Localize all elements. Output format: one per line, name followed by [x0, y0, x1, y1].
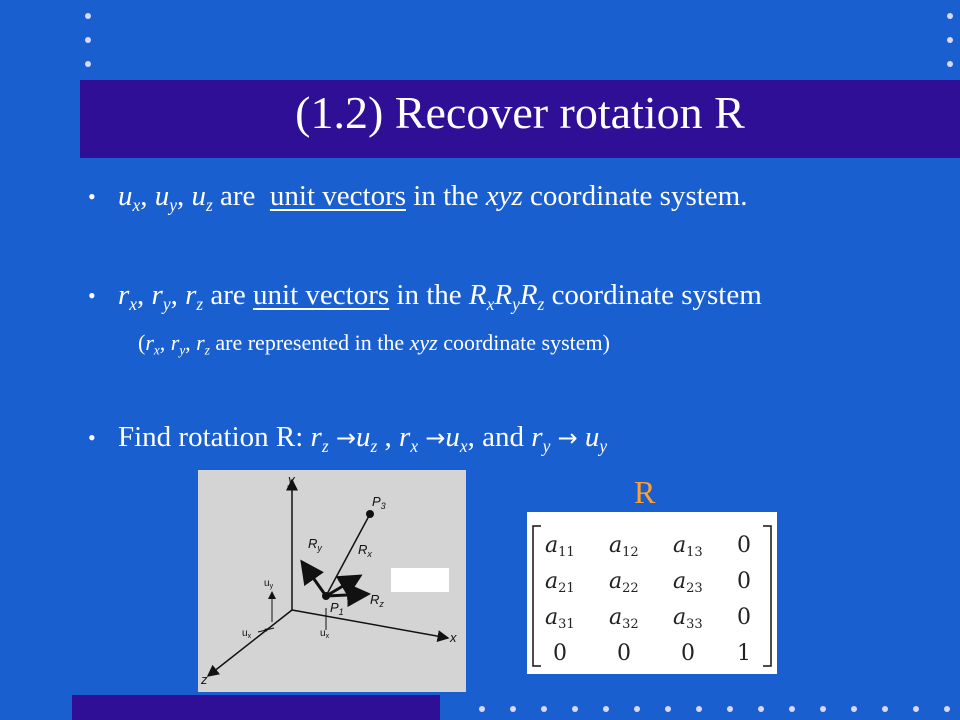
- cell-r1c3: a13: [673, 533, 703, 560]
- cell-r1c1: a11: [545, 533, 575, 560]
- decor-dot: [851, 706, 857, 712]
- decor-dot: [572, 706, 578, 712]
- decor-dot: [913, 706, 919, 712]
- bottom-band: [72, 695, 440, 720]
- label-y: y: [287, 472, 296, 487]
- label-rx: Rx: [358, 542, 372, 559]
- coordinate-diagram: y x z P3 P1 Ry Rx Rz uy ux ux: [200, 472, 457, 687]
- title-band: (1.2) Recover rotation R: [80, 80, 960, 158]
- z-axis: [206, 609, 293, 677]
- arrow-right-icon: →: [557, 424, 578, 452]
- right-bracket: [763, 525, 772, 667]
- point-p3: [366, 510, 374, 518]
- rotation-matrix: a11 a12 a13 0 a21 a22 a23 0 a31 a32 a33 …: [527, 512, 777, 674]
- decor-dot: [947, 61, 953, 67]
- cell-r4c3: 0: [681, 641, 695, 666]
- label-ux-1: ux: [242, 628, 252, 640]
- decor-dot: [727, 706, 733, 712]
- cell-r1c4: 0: [737, 533, 751, 558]
- label-p3: P3: [372, 494, 386, 511]
- decor-dot: [944, 706, 950, 712]
- decor-dot: [479, 706, 485, 712]
- decor-dot: [85, 37, 91, 43]
- decor-dot: [947, 37, 953, 43]
- decor-dot: [603, 706, 609, 712]
- rx-vector: [325, 574, 363, 598]
- cell-r2c3: a23: [673, 569, 703, 596]
- label-p1: P1: [330, 600, 344, 617]
- cell-r4c2: 0: [617, 641, 631, 666]
- label-uy: uy: [264, 578, 274, 590]
- label-z: z: [200, 672, 208, 687]
- cell-r3c3: a33: [673, 605, 703, 632]
- cell-r3c2: a32: [609, 605, 639, 632]
- bullet-3-text: Find rotation R: rz →uz , rx →ux, and ry…: [118, 421, 608, 457]
- decor-dot: [696, 706, 702, 712]
- decor-dot: [789, 706, 795, 712]
- label-x: x: [449, 630, 457, 645]
- decor-dot: [882, 706, 888, 712]
- decor-dot: [947, 13, 953, 19]
- cell-r2c4: 0: [737, 569, 751, 594]
- bullet-marker: •: [88, 283, 96, 308]
- matrix-svg: a11 a12 a13 0 a21 a22 a23 0 a31 a32 a33 …: [532, 525, 772, 667]
- label-rz: Rz: [370, 592, 384, 609]
- decor-dot: [665, 706, 671, 712]
- decor-dot: [758, 706, 764, 712]
- left-bracket: [532, 525, 541, 667]
- unit-vectors-link[interactable]: unit vectors: [253, 279, 390, 311]
- ry-vector: [300, 559, 328, 597]
- coordinate-figure: y x z P3 P1 Ry Rx Rz uy ux ux: [198, 470, 466, 692]
- bullet-2-subline: (rx, ry, rz are represented in the xyz c…: [138, 330, 610, 358]
- decor-dot: [85, 61, 91, 67]
- cell-r2c1: a21: [545, 569, 575, 596]
- p1-p3-line: [325, 513, 371, 597]
- slide-title: (1.2) Recover rotation R: [295, 87, 745, 138]
- decor-dot: [510, 706, 516, 712]
- cell-r1c2: a12: [609, 533, 639, 560]
- cell-r2c2: a22: [609, 569, 639, 596]
- rotation-label: R: [634, 474, 656, 510]
- ux-dot: [264, 628, 268, 632]
- cell-r4c4: 1: [737, 641, 751, 666]
- decor-dot: [85, 13, 91, 19]
- decor-dot: [541, 706, 547, 712]
- x-axis: [291, 609, 450, 643]
- bullet-marker: •: [88, 425, 96, 450]
- label-ux-2: ux: [320, 628, 330, 640]
- unit-vectors-link[interactable]: unit vectors: [269, 180, 407, 212]
- arrow-right-icon: →: [335, 424, 356, 452]
- cell-r4c1: 0: [553, 641, 567, 666]
- label-ry: Ry: [308, 536, 322, 553]
- bullet-1-text: ux, uy, uz are unit vectors in the xyz c…: [118, 180, 748, 216]
- arrow-right-icon: →: [425, 424, 446, 452]
- blank-box: [391, 568, 449, 592]
- rz-vector: [325, 583, 371, 607]
- decor-dot: [820, 706, 826, 712]
- bullet-marker: •: [88, 184, 96, 209]
- cell-r3c1: a31: [545, 605, 575, 632]
- cell-r3c4: 0: [737, 605, 751, 630]
- decor-dot: [634, 706, 640, 712]
- bullet-2-text: rx, ry, rz are unit vectors in the RxRyR…: [118, 279, 762, 315]
